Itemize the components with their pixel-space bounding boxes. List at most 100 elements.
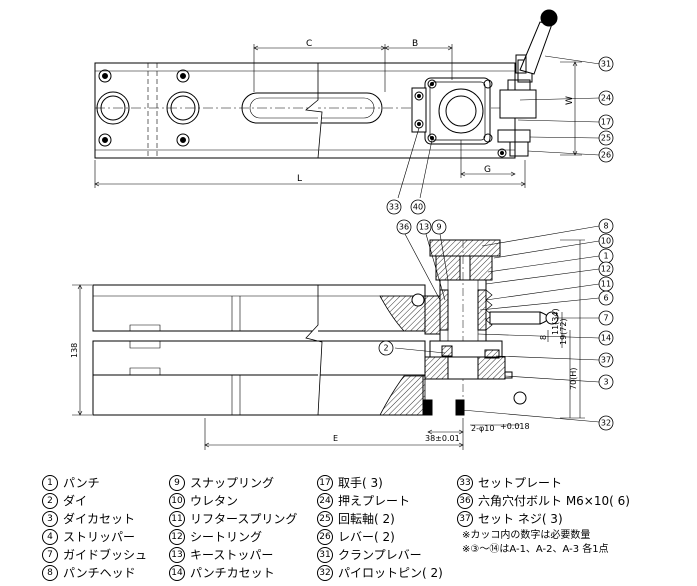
- top-balloon-label-25: 25: [601, 134, 611, 143]
- top-balloon-label-26: 26: [601, 151, 611, 160]
- legend-number: 10: [169, 492, 185, 509]
- front-balloon-label-2: 2: [383, 344, 388, 353]
- legend-text: 六角穴付ボルト M6×10( 6): [478, 494, 630, 508]
- front-balloon-label-6: 6: [603, 294, 608, 303]
- front-balloon-7: [598, 310, 614, 326]
- legend-number: 14: [169, 564, 185, 581]
- legend-number: 2: [42, 492, 58, 509]
- front-balloon-label-32: 32: [601, 419, 611, 428]
- dim-1972: 19(72): [559, 318, 568, 345]
- top-balloon-label-40: 40: [413, 203, 423, 212]
- legend-number: 25: [317, 510, 333, 527]
- top-balloon-24: [598, 90, 614, 106]
- dimension-texts: C B L G W 138 E 2-φ10 +0.018 38±0.01 70(…: [70, 39, 578, 443]
- legend-item-24: 24 押えプレート: [317, 492, 410, 509]
- legend-item-9: 9 スナップリング: [169, 474, 274, 491]
- legend-item-33: 33 セットプレート: [457, 474, 562, 491]
- front-balloon-8: [598, 218, 614, 234]
- front-balloon-10: [598, 233, 614, 249]
- legend-text: シートリング: [190, 530, 263, 544]
- top-balloon-label-17: 17: [601, 118, 611, 127]
- legend-text: ダイ: [63, 494, 88, 508]
- legend-number: 9: [169, 474, 185, 491]
- legend-number: 32: [317, 564, 333, 581]
- front-balloon-label-3: 3: [603, 378, 608, 387]
- legend-number: 33: [457, 474, 473, 491]
- legend-number: 1: [42, 474, 58, 491]
- top-balloon-label-24: 24: [601, 94, 611, 103]
- front-balloon-label-10: 10: [601, 237, 611, 246]
- front-balloon-3: [598, 374, 614, 390]
- legend-number: 24: [317, 492, 333, 509]
- front-balloon-14: [598, 330, 614, 346]
- legend-text: セットプレート: [478, 476, 563, 490]
- front-view: [92, 239, 559, 416]
- legend-text: キーストッパー: [190, 548, 274, 562]
- top-balloon-17: [598, 114, 614, 130]
- front-balloon-label-12: 12: [601, 265, 611, 274]
- front-balloon-label-11: 11: [601, 280, 611, 289]
- legend-note-2: ※③～⑭はA-1、A-2、A-3 各1点: [462, 544, 609, 555]
- legend-text: スナップリング: [190, 476, 275, 490]
- front-balloon-37: [598, 352, 614, 368]
- dim-138: 138: [70, 343, 79, 358]
- top-balloon-label-33: 33: [389, 203, 399, 212]
- top-view: [94, 9, 558, 159]
- top-balloon-40: [410, 199, 426, 215]
- front-balloon-label-1: 1: [603, 252, 608, 261]
- top-balloon-26: [598, 147, 614, 163]
- top-view-dimensions: [94, 44, 582, 188]
- front-balloon-label-37: 37: [601, 356, 611, 365]
- legend-item-36: 36 六角穴付ボルト M6×10( 6): [457, 492, 630, 509]
- legend-text: ガイドブッシュ: [63, 548, 148, 562]
- dim-1134: 11(34): [551, 308, 560, 335]
- legend-text: 押えプレート: [338, 494, 411, 508]
- top-balloon-25: [598, 130, 614, 146]
- legend-text: セット ネジ( 3): [478, 512, 563, 526]
- legend-text: パンチカセット: [190, 566, 275, 580]
- front-view-leaders: [394, 225, 600, 423]
- legend-item-37: 37 セット ネジ( 3): [457, 510, 563, 527]
- front-balloon-label-36: 36: [399, 223, 409, 232]
- legend-note-1: ※カッコ内の数字は必要数量: [462, 530, 591, 541]
- legend-number: 11: [169, 510, 185, 527]
- legend-number: 3: [42, 510, 58, 527]
- legend-text: 取手( 3): [338, 476, 383, 490]
- legend-item-10: 10 ウレタン: [169, 492, 238, 509]
- legend-item-4: 4 ストリッパー: [42, 528, 135, 545]
- front-balloon-9: [431, 219, 447, 235]
- dim-l: L: [297, 174, 302, 184]
- legend-text: ストリッパー: [63, 530, 136, 544]
- legend-text: ウレタン: [190, 494, 239, 508]
- legend-item-14: 14 パンチカセット: [169, 564, 275, 581]
- legend-number: 37: [457, 510, 473, 527]
- dim-w: W: [565, 96, 575, 105]
- front-balloon-12: [598, 261, 614, 277]
- dim-bottom: 38±0.01: [425, 434, 460, 443]
- legend-text: リフタースプリング: [190, 512, 298, 526]
- legend-number: 13: [169, 546, 185, 563]
- legend-number: 4: [42, 528, 58, 545]
- front-balloon-label-8: 8: [603, 222, 608, 231]
- front-view-dimensions: [72, 239, 585, 450]
- front-balloon-13: [416, 219, 432, 235]
- top-balloon-label-31: 31: [601, 60, 611, 69]
- front-balloon-36: [396, 219, 412, 235]
- legend-number: 36: [457, 492, 473, 509]
- front-balloon-label-14: 14: [601, 334, 611, 343]
- legend-text: パイロットピン( 2): [338, 566, 443, 580]
- dim-e: E: [333, 434, 338, 443]
- legend-number: 31: [317, 546, 333, 563]
- top-balloon-33: [386, 199, 402, 215]
- legend-item-13: 13 キーストッパー: [169, 546, 273, 563]
- legend-number: 7: [42, 546, 58, 563]
- legend-number: 12: [169, 528, 185, 545]
- dim-hole: 2-φ10: [471, 424, 494, 433]
- front-balloon-label-9: 9: [436, 223, 441, 232]
- legend-text: レバー( 2): [338, 530, 395, 544]
